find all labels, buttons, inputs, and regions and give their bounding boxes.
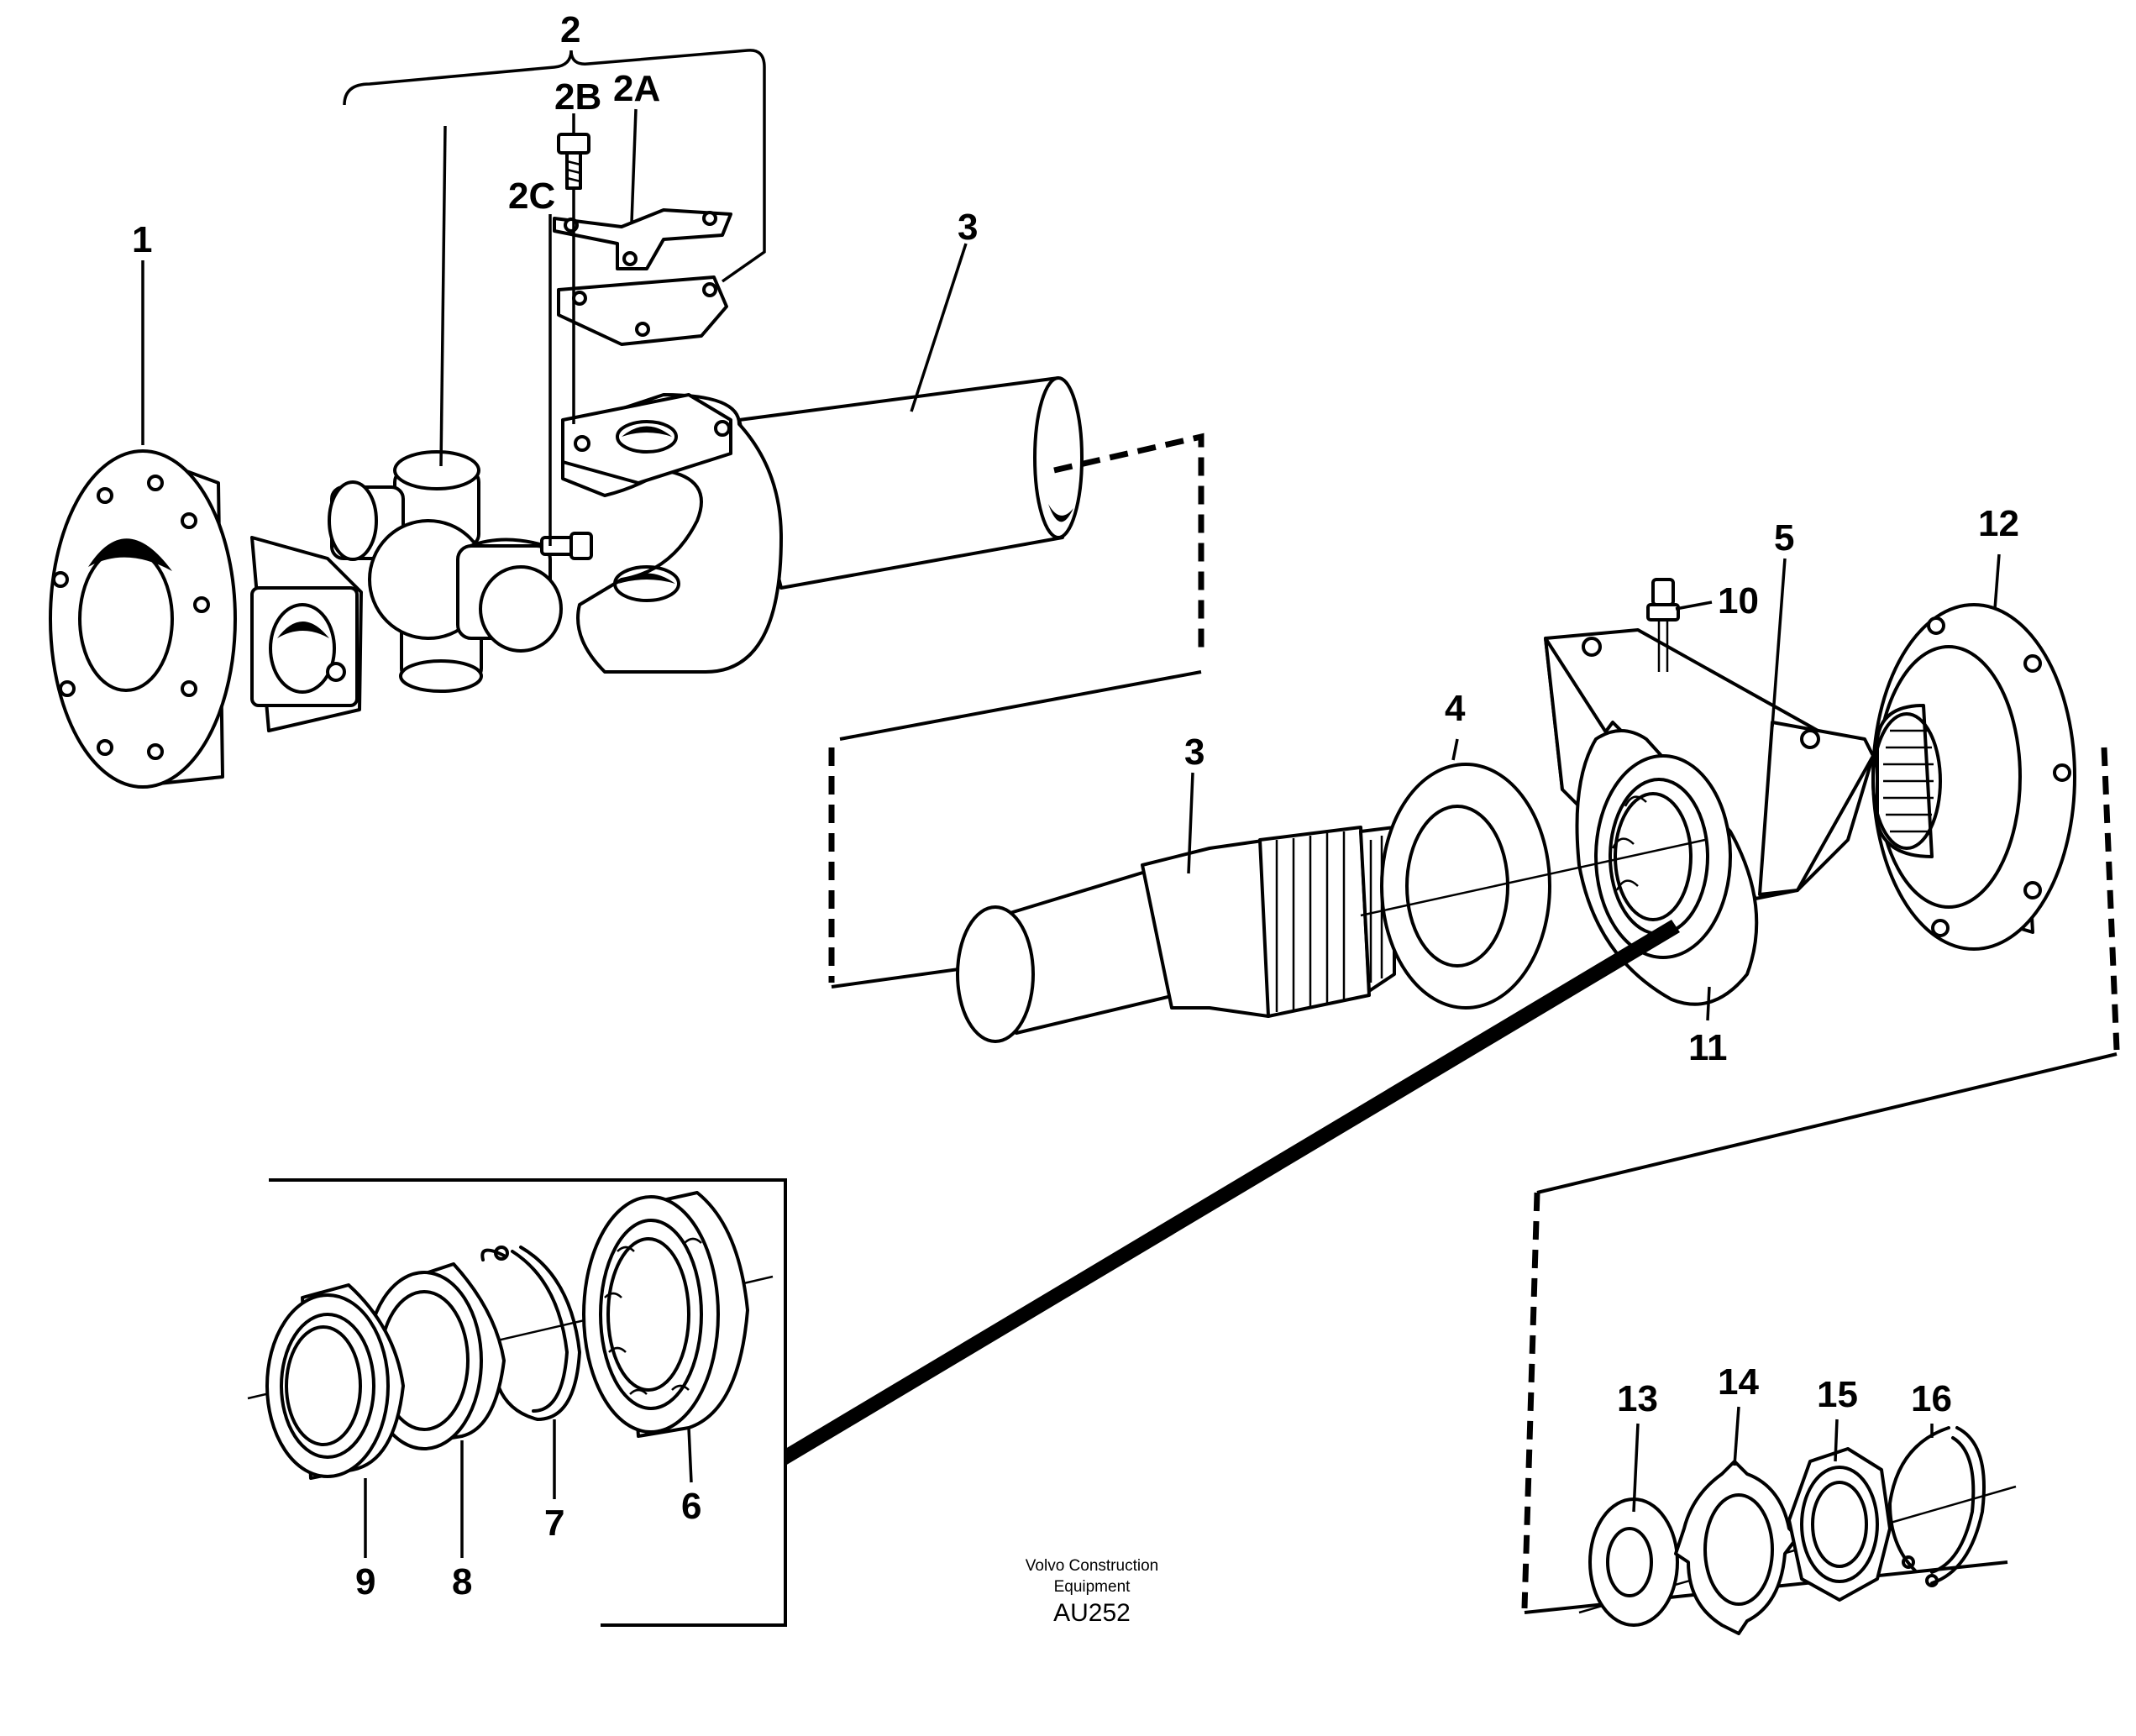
nut-group-frame-left bbox=[1521, 1192, 1540, 1609]
label-6: 6 bbox=[681, 1486, 701, 1527]
label-15: 15 bbox=[1817, 1374, 1858, 1415]
part-labels: 1 2 2A 2B 2C 3 3 4 5 6 7 8 9 10 11 12 13… bbox=[132, 9, 2019, 1602]
bearing-cap-plate bbox=[557, 275, 728, 346]
flange-break-link bbox=[1536, 1052, 2118, 1194]
part-14-lock-washer bbox=[1674, 1460, 1799, 1635]
part-15-nut bbox=[1787, 1447, 1892, 1602]
shaft-axis bbox=[1360, 838, 1706, 917]
tube-break-link bbox=[839, 670, 1202, 741]
part-2a-lock-plate bbox=[553, 208, 732, 270]
label-5: 5 bbox=[1774, 517, 1794, 559]
part-6-bearing bbox=[582, 1191, 749, 1438]
label-8: 8 bbox=[452, 1561, 472, 1602]
part-9-seal bbox=[265, 1283, 405, 1480]
label-2b: 2B bbox=[554, 76, 601, 118]
leader-lines bbox=[141, 49, 2001, 1558]
label-2c: 2C bbox=[508, 176, 555, 217]
label-2: 2 bbox=[560, 9, 580, 50]
label-7: 7 bbox=[544, 1503, 564, 1544]
part-3-splined-shaft bbox=[956, 826, 1396, 1043]
label-2a: 2A bbox=[613, 68, 660, 109]
part-2b-bolt bbox=[557, 133, 590, 190]
label-1: 1 bbox=[132, 219, 152, 260]
part-7-circlip bbox=[480, 1246, 581, 1421]
detail-frame bbox=[269, 1178, 787, 1627]
part-10-grease-nipple bbox=[1646, 578, 1680, 672]
label-3-upper: 3 bbox=[958, 207, 978, 248]
caption-line-2: Equipment bbox=[1054, 1578, 1131, 1596]
label-12: 12 bbox=[1978, 503, 2019, 544]
label-11: 11 bbox=[1688, 1027, 1728, 1068]
label-3-lower: 3 bbox=[1184, 732, 1204, 773]
label-16: 16 bbox=[1911, 1378, 1952, 1419]
part-1-flange bbox=[49, 449, 363, 789]
label-9: 9 bbox=[355, 1561, 375, 1602]
label-4: 4 bbox=[1445, 688, 1466, 729]
part-12-output-flange bbox=[1871, 603, 2076, 951]
detail-pointer-wedge bbox=[785, 920, 1680, 1466]
caption-line-1: Volvo Construction bbox=[1026, 1557, 1158, 1575]
tube-break-upper bbox=[1053, 433, 1204, 655]
part-5-bracket bbox=[1544, 628, 1875, 900]
caption-block: Volvo Construction Equipment AU252 bbox=[1026, 1557, 1158, 1627]
part-13-washer bbox=[1588, 1497, 1679, 1627]
part-16-circlip bbox=[1888, 1426, 1986, 1587]
part-3-yoke-tube-upper bbox=[561, 376, 1084, 674]
part-4-washer bbox=[1380, 763, 1551, 1010]
label-13: 13 bbox=[1617, 1378, 1658, 1419]
label-14: 14 bbox=[1718, 1361, 1759, 1403]
part-11-bearing-housing bbox=[1575, 729, 1759, 1006]
label-10: 10 bbox=[1718, 580, 1759, 621]
figure-code: AU252 bbox=[1053, 1599, 1131, 1627]
flange-break-right bbox=[2101, 747, 2120, 1051]
part-2-universal-joint-cross bbox=[328, 450, 563, 693]
